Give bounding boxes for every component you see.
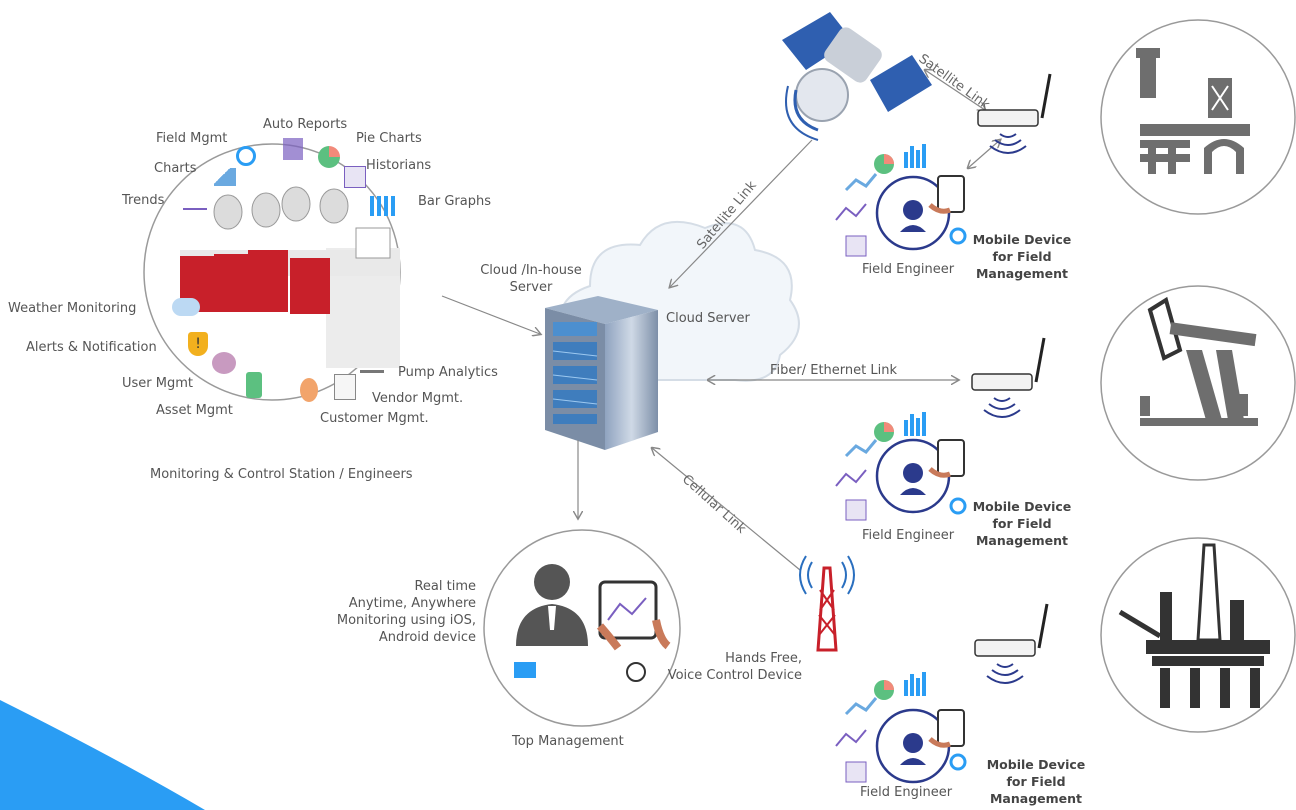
site-circle-2 xyxy=(1100,285,1296,481)
pie-chart-icon xyxy=(318,146,340,168)
satellite-router-line xyxy=(925,70,985,110)
management-circle xyxy=(483,529,681,727)
server-tower xyxy=(545,296,658,450)
label-auto-reports: Auto Reports xyxy=(263,117,348,132)
server-label: Cloud /In-house Server xyxy=(472,262,590,296)
engineer-group-3 xyxy=(875,708,965,784)
label-vendor-mgmt: Vendor Mgmt. xyxy=(372,391,464,406)
station-to-server-line xyxy=(441,295,540,334)
users-icon xyxy=(212,352,236,374)
pump-icon xyxy=(360,348,384,373)
field-engineer-label-3: Field Engineer xyxy=(860,785,953,800)
voice-control-label: Hands Free, Voice Control Device xyxy=(640,650,802,684)
mobile-line3: Management xyxy=(975,266,1068,281)
mobile-line1: Mobile Device xyxy=(972,232,1072,247)
historian-icon xyxy=(344,166,366,188)
pumpjack-icon xyxy=(1140,296,1258,426)
vendor-doc-icon xyxy=(334,374,356,400)
offshore-rig-icon xyxy=(1118,543,1270,708)
station-caption: Monitoring & Control Station / Engineers xyxy=(150,467,413,482)
mobile-line1: Mobile Device xyxy=(972,499,1072,514)
field-engineer-label-2: Field Engineer xyxy=(862,528,955,543)
site-circle-1 xyxy=(1100,19,1296,215)
weather-icon xyxy=(172,298,200,316)
satellite-link-line xyxy=(670,139,813,287)
corner-accent xyxy=(0,700,205,810)
trend-icon xyxy=(183,192,207,210)
label-pie-charts: Pie Charts xyxy=(356,131,422,146)
customer-support-icon xyxy=(300,378,318,402)
management-caption: Top Management xyxy=(512,734,624,749)
mobile-line1: Mobile Device xyxy=(986,757,1086,772)
cloud-server-label: Cloud Server xyxy=(666,311,750,326)
server-label-line1: Cloud /In-house xyxy=(480,263,582,278)
label-weather: Weather Monitoring xyxy=(8,301,137,316)
label-historians: Historians xyxy=(366,158,432,173)
label-trends: Trends xyxy=(122,193,165,208)
manager-graphic xyxy=(514,564,671,682)
engineer-icons-3 xyxy=(835,672,967,783)
refinery-icon xyxy=(1136,48,1250,174)
label-customer-mgmt: Customer Mgmt. xyxy=(320,411,429,426)
router-3 xyxy=(974,603,1049,684)
field-engineer-label-1: Field Engineer xyxy=(862,262,955,277)
label-field-mgmt: Field Mgmt xyxy=(156,131,228,146)
engineer-group-2 xyxy=(875,438,965,514)
bar-graph-icon xyxy=(370,196,396,216)
asset-tag-icon xyxy=(246,372,262,398)
mobile-line3: Management xyxy=(989,791,1082,806)
voice-line1: Hands Free, xyxy=(725,651,802,666)
satellite-graphic xyxy=(782,12,932,141)
operators-graphic xyxy=(180,186,400,368)
chart-area-icon xyxy=(214,168,236,186)
engineer-group-1 xyxy=(875,175,965,251)
mobile-device-label-3: Mobile Device for Field Management xyxy=(982,756,1090,807)
realtime-line4: Android device xyxy=(378,630,476,645)
mobile-line2: for Field xyxy=(992,516,1052,531)
engineer-icons-2 xyxy=(835,412,967,521)
report-icon xyxy=(283,138,303,160)
site-circle-3 xyxy=(1100,537,1296,733)
router-2 xyxy=(971,337,1046,418)
realtime-line1: Real time xyxy=(414,579,476,594)
label-bar-graphs: Bar Graphs xyxy=(418,194,492,209)
shield-alert-icon: ! xyxy=(188,332,208,356)
cell-tower xyxy=(799,555,855,652)
engineer-icons-1 xyxy=(835,144,967,257)
label-user-mgmt: User Mgmt xyxy=(122,376,193,391)
mobile-line3: Management xyxy=(975,533,1068,548)
mobile-device-label-2: Mobile Device for Field Management xyxy=(968,498,1076,549)
gear-icon xyxy=(236,146,256,166)
mobile-line2: for Field xyxy=(1006,774,1066,789)
label-pump-analytics: Pump Analytics xyxy=(398,365,498,380)
mobile-device-label-1: Mobile Device for Field Management xyxy=(968,231,1076,282)
label-asset-mgmt: Asset Mgmt xyxy=(156,403,233,418)
router-1 xyxy=(977,73,1052,154)
voice-line2: Voice Control Device xyxy=(667,668,802,683)
realtime-line2: Anytime, Anywhere xyxy=(348,596,476,611)
realtime-line3: Monitoring using iOS, xyxy=(336,613,476,628)
cellular-link-line xyxy=(652,448,801,571)
label-alerts: Alerts & Notification xyxy=(26,340,157,355)
realtime-label: Real time Anytime, Anywhere Monitoring u… xyxy=(296,578,476,646)
tablet-router-line-1 xyxy=(968,140,1000,168)
label-charts: Charts xyxy=(154,161,197,176)
server-label-line2: Server xyxy=(509,280,553,295)
fiber-link-label: Fiber/ Ethernet Link xyxy=(770,363,898,378)
mobile-line2: for Field xyxy=(992,249,1052,264)
